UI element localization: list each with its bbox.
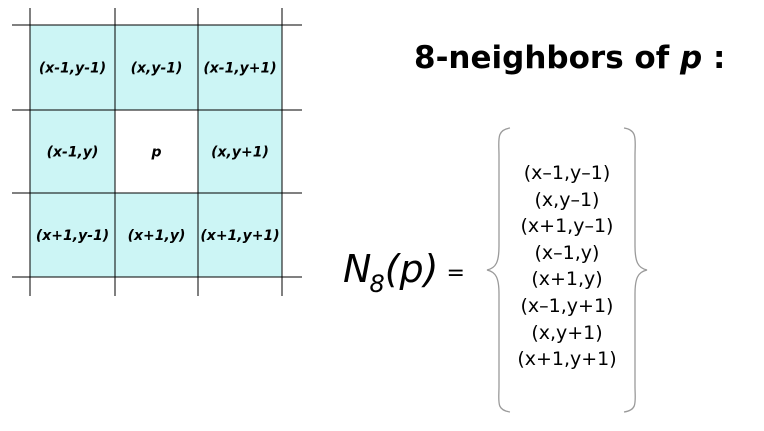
formula-argument: (p) xyxy=(384,247,439,291)
cell-label: (x-1,y-1) xyxy=(39,61,106,77)
cell-label: (x-1,y+1) xyxy=(203,61,276,77)
page-title: 8-neighbors of p : xyxy=(414,40,725,76)
set-item: (x–1,y+1) xyxy=(520,294,614,317)
neighbor-set-list: (x–1,y–1) (x,y–1) (x+1,y–1) (x–1,y) (x+1,y) (… xyxy=(508,160,626,373)
neighbor-cell xyxy=(30,25,115,110)
right-brace xyxy=(623,127,648,413)
set-item: (x–1,y) xyxy=(534,241,600,264)
set-item: (x+1,y–1) xyxy=(520,215,614,238)
grid-lines xyxy=(12,8,302,296)
left-brace xyxy=(486,127,511,413)
title-text: 8-neighbors of xyxy=(414,40,681,76)
set-item: (x,y–1) xyxy=(534,188,600,211)
formula-N: N xyxy=(343,247,372,291)
formula-equals: = xyxy=(446,261,465,286)
cell-label: (x-1,y) xyxy=(47,145,99,161)
neighbor-cell xyxy=(115,25,198,110)
cell-label: (x+1,y-1) xyxy=(36,228,109,244)
cell-label: (x,y-1) xyxy=(131,61,183,77)
set-item: (x–1,y–1) xyxy=(523,162,611,184)
cell-label: (x,y+1) xyxy=(211,145,269,161)
cell-label: p xyxy=(150,145,161,161)
neighbor-cell xyxy=(30,193,115,277)
set-item: (x,y+1) xyxy=(531,321,603,344)
set-item: (x+1,y) xyxy=(531,268,603,291)
formula-subscript: 8 xyxy=(369,270,385,298)
center-cell xyxy=(115,110,198,193)
neighbor-cell xyxy=(115,193,198,277)
neighbor-cell xyxy=(198,193,282,277)
grid-cells xyxy=(30,25,282,277)
title-symbol: p xyxy=(680,40,703,76)
neighbor-set-formula: N8(p) = xyxy=(343,247,465,296)
neighbor-cell xyxy=(198,110,282,193)
title-suffix: : xyxy=(702,40,726,76)
grid-labels: (x-1,y-1) (x,y-1) (x-1,y+1) (x-1,y) p (x,y+1)… xyxy=(36,61,280,245)
neighbor-cell xyxy=(198,25,282,110)
cell-label: (x+1,y+1) xyxy=(200,228,279,244)
cell-label: (x+1,y) xyxy=(128,228,186,244)
neighbor-cell xyxy=(30,110,115,193)
set-item: (x+1,y+1) xyxy=(517,348,617,371)
